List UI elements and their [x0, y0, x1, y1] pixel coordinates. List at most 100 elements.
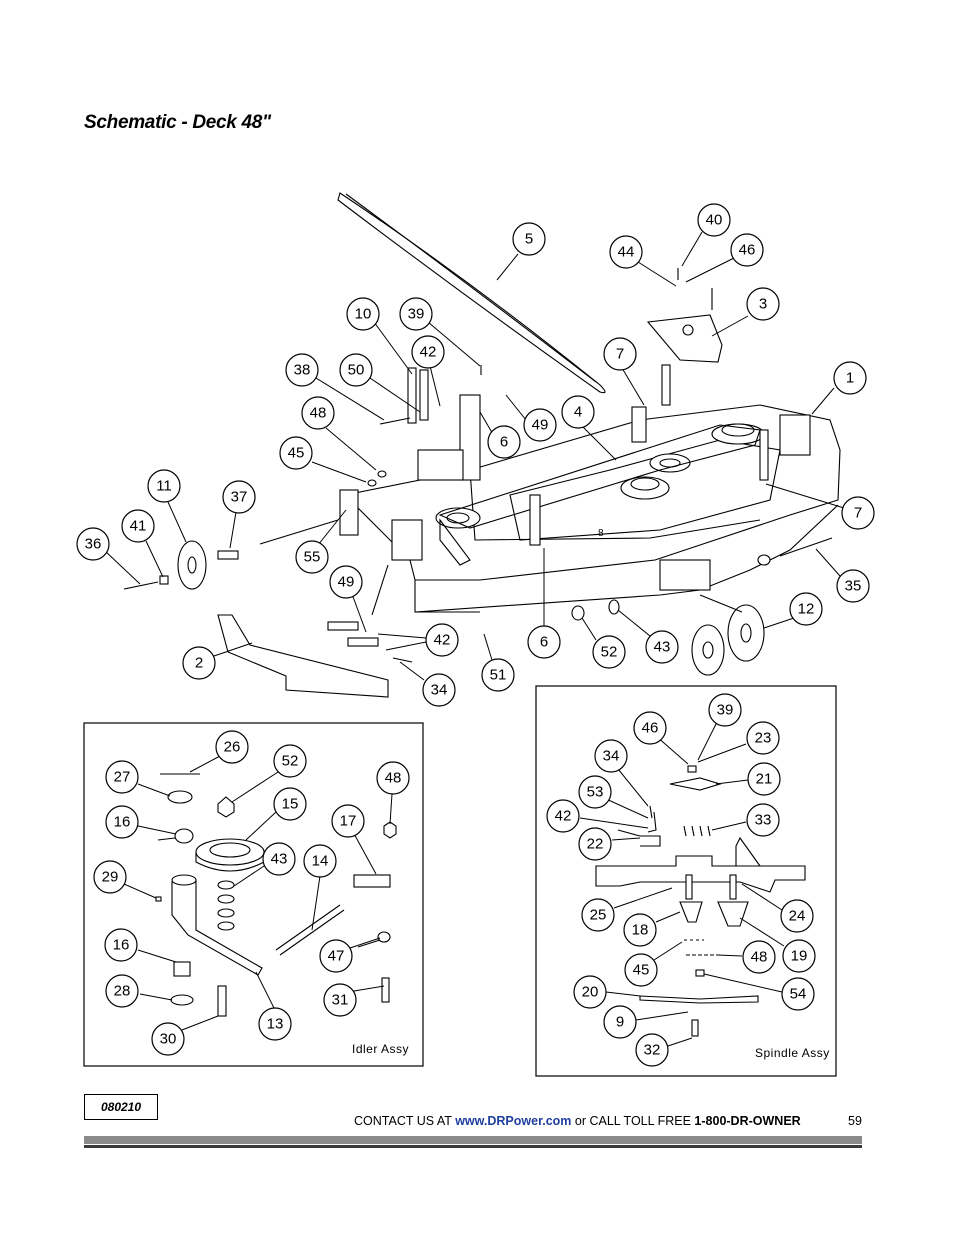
svg-text:13: 13 — [267, 1016, 284, 1033]
svg-text:37: 37 — [231, 489, 248, 506]
idler-callout-29: 29 — [93, 860, 127, 894]
svg-text:46: 46 — [642, 720, 659, 737]
svg-text:42: 42 — [420, 344, 437, 361]
svg-text:14: 14 — [312, 853, 329, 870]
footer-website-link[interactable]: www.DRPower.com — [455, 1114, 572, 1128]
svg-text:16: 16 — [113, 937, 130, 954]
svg-text:47: 47 — [328, 948, 345, 965]
svg-text:31: 31 — [332, 992, 349, 1009]
svg-text:49: 49 — [338, 574, 355, 591]
idler-callout-52: 52 — [273, 744, 307, 778]
callout-11: 11 — [147, 469, 181, 503]
idler-callout-16-top: 16 — [105, 805, 139, 839]
svg-text:7: 7 — [616, 346, 624, 363]
svg-text:52: 52 — [601, 644, 618, 661]
svg-text:50: 50 — [348, 362, 365, 379]
spindle-assy-inset: Spindle Assy — [535, 685, 837, 1077]
spindle-assy-label: Spindle Assy — [755, 1046, 830, 1060]
callout-6-bottom: 6 — [527, 625, 561, 659]
callout-34: 34 — [422, 673, 456, 707]
spindle-callout-18: 18 — [623, 913, 657, 947]
spindle-callout-23: 23 — [746, 721, 780, 755]
callout-5: 5 — [512, 222, 546, 256]
svg-text:52: 52 — [282, 753, 299, 770]
callout-39: 39 — [399, 297, 433, 331]
spindle-callout-21: 21 — [747, 762, 781, 796]
callout-4: 4 — [561, 395, 595, 429]
main-assembly-drawing: 8 — [123, 192, 841, 698]
svg-text:48: 48 — [751, 949, 768, 966]
spindle-callout-24: 24 — [780, 899, 814, 933]
page-title: Schematic - Deck 48" — [84, 112, 271, 133]
svg-text:22: 22 — [587, 836, 604, 853]
svg-text:43: 43 — [271, 851, 288, 868]
spindle-callout-9: 9 — [603, 1005, 637, 1039]
svg-text:27: 27 — [114, 769, 131, 786]
page-number: 59 — [848, 1114, 862, 1128]
callout-45: 45 — [279, 436, 313, 470]
svg-text:33: 33 — [755, 812, 772, 829]
svg-text:38: 38 — [294, 362, 311, 379]
svg-text:39: 39 — [408, 306, 425, 323]
svg-text:34: 34 — [431, 682, 448, 699]
svg-text:45: 45 — [633, 962, 650, 979]
svg-text:9: 9 — [616, 1014, 624, 1031]
idler-assy-label: Idler Assy — [352, 1042, 409, 1056]
svg-text:29: 29 — [102, 869, 119, 886]
svg-text:3: 3 — [759, 296, 767, 313]
idler-leaders — [123, 755, 393, 1031]
idler-callout-26: 26 — [215, 730, 249, 764]
callout-7-top: 7 — [603, 337, 637, 371]
svg-text:42: 42 — [434, 632, 451, 649]
idler-callout-17: 17 — [331, 804, 365, 838]
svg-text:6: 6 — [540, 634, 548, 651]
callout-48: 48 — [301, 396, 335, 430]
svg-text:20: 20 — [582, 984, 599, 1001]
main-leaders — [103, 231, 845, 681]
callout-7-right: 7 — [841, 496, 875, 530]
svg-text:34: 34 — [603, 748, 620, 765]
svg-text:10: 10 — [355, 306, 372, 323]
svg-text:26: 26 — [224, 739, 241, 756]
main-callouts: 5 40 44 46 3 10 39 42 7 1 38 50 48 6 49 … — [76, 203, 875, 707]
svg-text:15: 15 — [282, 796, 299, 813]
idler-callout-28: 28 — [105, 974, 139, 1008]
svg-text:18: 18 — [632, 922, 649, 939]
idler-callouts: 26 27 52 48 15 16 17 43 14 29 16 47 28 3… — [93, 730, 410, 1056]
callout-1: 1 — [833, 361, 867, 395]
svg-text:49: 49 — [532, 417, 549, 434]
callout-51: 51 — [481, 658, 515, 692]
footer-contact: CONTACT US AT www.DRPower.com or CALL TO… — [354, 1114, 801, 1128]
svg-text:17: 17 — [340, 813, 357, 830]
spindle-callout-39: 39 — [708, 693, 742, 727]
svg-text:44: 44 — [618, 244, 635, 261]
callout-42-top: 42 — [411, 335, 445, 369]
svg-text:16: 16 — [114, 814, 131, 831]
footer-middle: or CALL TOLL FREE — [574, 1114, 691, 1128]
svg-text:6: 6 — [500, 434, 508, 451]
document-code-box: 080210 — [84, 1094, 158, 1120]
spindle-leaders — [579, 719, 785, 1047]
callout-2: 2 — [182, 646, 216, 680]
callout-10: 10 — [346, 297, 380, 331]
callout-40: 40 — [697, 203, 731, 237]
svg-text:1: 1 — [846, 370, 854, 387]
spindle-callouts: 39 46 23 34 21 53 42 33 22 25 24 18 19 4… — [546, 693, 816, 1067]
footer-prefix: CONTACT US AT — [354, 1114, 452, 1128]
svg-text:24: 24 — [789, 908, 806, 925]
spindle-callout-54: 54 — [781, 977, 815, 1011]
callout-6-top: 6 — [487, 425, 521, 459]
idler-callout-27: 27 — [105, 760, 139, 794]
svg-text:53: 53 — [587, 784, 604, 801]
spindle-callout-32: 32 — [635, 1033, 669, 1067]
callout-42-bottom: 42 — [425, 623, 459, 657]
svg-text:39: 39 — [717, 702, 734, 719]
spindle-callout-46: 46 — [633, 711, 667, 745]
svg-text:55: 55 — [304, 549, 321, 566]
callout-12: 12 — [789, 592, 823, 626]
spindle-callout-48: 48 — [742, 940, 776, 974]
svg-text:5: 5 — [525, 231, 533, 248]
idler-callout-47: 47 — [319, 939, 353, 973]
svg-text:45: 45 — [288, 445, 305, 462]
spindle-callout-53: 53 — [578, 775, 612, 809]
